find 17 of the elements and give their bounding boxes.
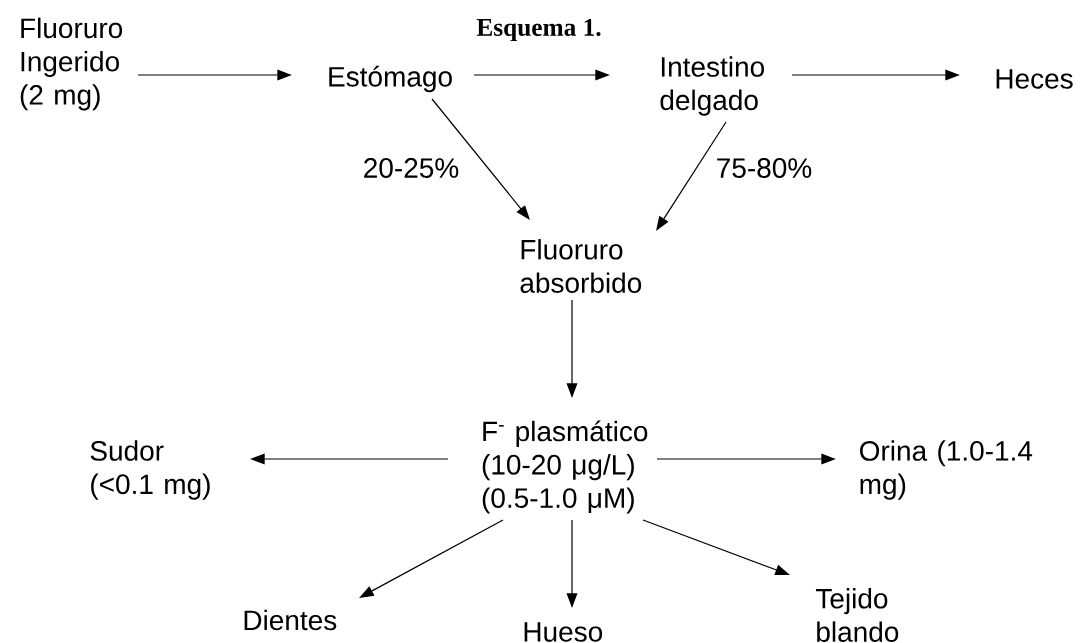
node-label: Orina (1.0-1.4 mg) (860, 440, 1033, 500)
arrow (359, 519, 504, 598)
node-label: Sudor (<0.1 mg) (90, 440, 210, 500)
node-label: Heces (996, 69, 1073, 89)
arrow (431, 98, 530, 220)
edge-label: 20-25% (361, 156, 461, 180)
node-label: Estómago (329, 65, 452, 93)
node-label: Dientes (244, 609, 337, 631)
edge-label: 75-80% (714, 156, 814, 180)
node-label: Hueso (524, 622, 603, 642)
title: Esquema 1. (476, 18, 601, 42)
arrow (656, 121, 727, 231)
node-label: Intestino delgado (660, 56, 764, 116)
node-label: Tejido blando (815, 588, 899, 642)
node-label: Fluoruro absorbido (520, 239, 642, 293)
node-label: Fluoruro Ingerido (2 mg) (20, 17, 123, 111)
node-label: F$^{-}$ plasmático (10-20 μg/L) (0.5-1.0 μM) (482, 420, 648, 514)
